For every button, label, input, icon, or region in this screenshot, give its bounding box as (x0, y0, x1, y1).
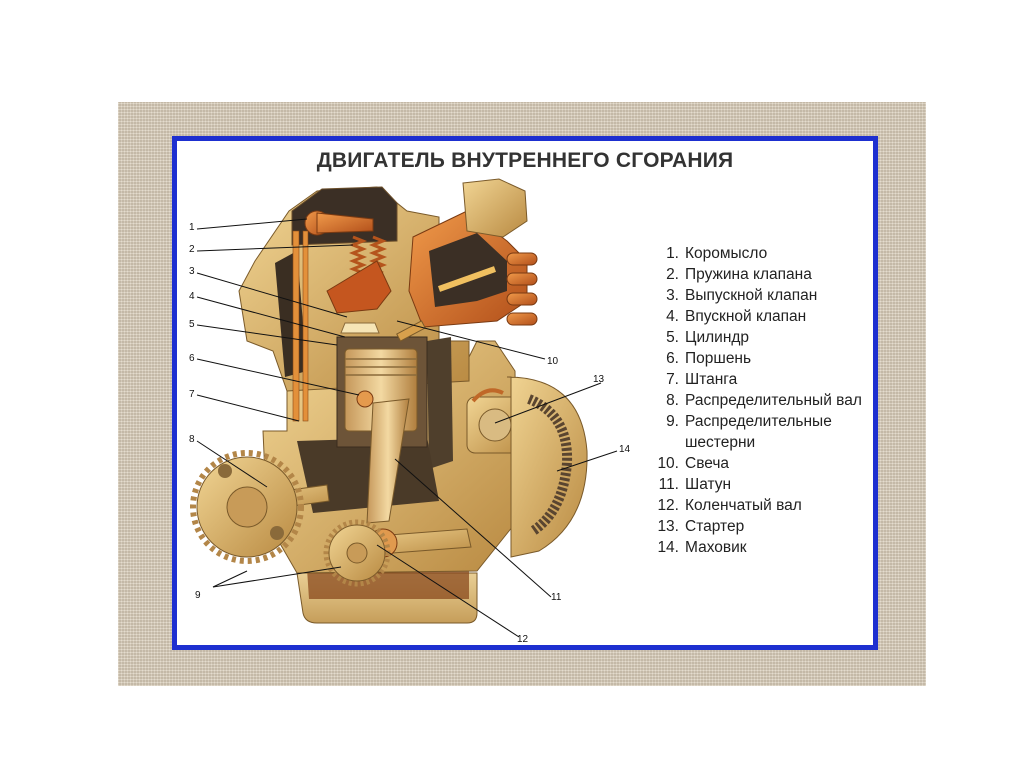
parts-legend: 1.Коромысло 2.Пружина клапана 3.Выпускно… (653, 243, 871, 558)
callout-1: 1 (189, 222, 195, 233)
carburetor (462, 178, 528, 238)
legend-item: 13.Стартер (657, 518, 745, 535)
legend-item: 2.Пружина клапана (666, 266, 812, 283)
legend-item: 5.Цилиндр (666, 329, 750, 346)
diagram-poster: ДВИГАТЕЛЬ ВНУТРЕННЕГО СГОРАНИЯ (172, 136, 878, 650)
oil-pan-interior (307, 569, 469, 599)
timing-gear-small (323, 519, 391, 587)
callout-6: 6 (189, 353, 195, 364)
exhaust-port (326, 260, 392, 314)
legend-item: 6.Поршень (666, 350, 752, 367)
callout-4: 4 (189, 291, 195, 302)
timing-gear-large (190, 450, 304, 564)
valve-head (340, 322, 380, 334)
callout-12: 12 (517, 634, 529, 645)
callout-5: 5 (189, 319, 195, 330)
rocker-arm-lever (316, 212, 374, 234)
callout-14: 14 (619, 444, 631, 455)
piston-pin (356, 390, 374, 408)
callout-9: 9 (195, 590, 201, 601)
callout-2: 2 (189, 244, 195, 255)
legend-item: 11.Шатун (658, 476, 732, 493)
push-rod (292, 230, 300, 422)
manifold-arrow (437, 266, 497, 292)
water-jacket-right (427, 337, 453, 469)
legend-item: 4.Впускной клапан (666, 308, 807, 325)
legend-item: 9.Распределительные шестерни (666, 413, 832, 451)
legend-item: 1.Коромысло (666, 245, 768, 262)
engine-cutaway-illustration (190, 178, 618, 638)
exhaust-pipes (506, 252, 538, 326)
diagram-title: ДВИГАТЕЛЬ ВНУТРЕННЕГО СГОРАНИЯ (316, 149, 734, 172)
callout-10: 10 (547, 356, 559, 367)
legend-item: 12.Коленчатый вал (657, 497, 802, 514)
legend-item: 10.Свеча (657, 455, 730, 472)
legend-item: 3.Выпускной клапан (666, 287, 818, 304)
legend-item: 7.Штанга (666, 371, 738, 388)
callout-3: 3 (189, 266, 195, 277)
callout-11: 11 (551, 592, 562, 603)
callout-13: 13 (593, 374, 605, 385)
legend-item: 8.Распределительный вал (666, 392, 862, 409)
callout-7: 7 (189, 389, 195, 400)
connecting-rod (366, 398, 410, 524)
legend-item: 14.Маховик (657, 539, 747, 556)
flywheel-housing (506, 376, 588, 558)
block-dark-section (297, 437, 439, 513)
callout-8: 8 (189, 434, 195, 445)
flywheel (526, 394, 573, 536)
leader-lines (196, 218, 618, 638)
